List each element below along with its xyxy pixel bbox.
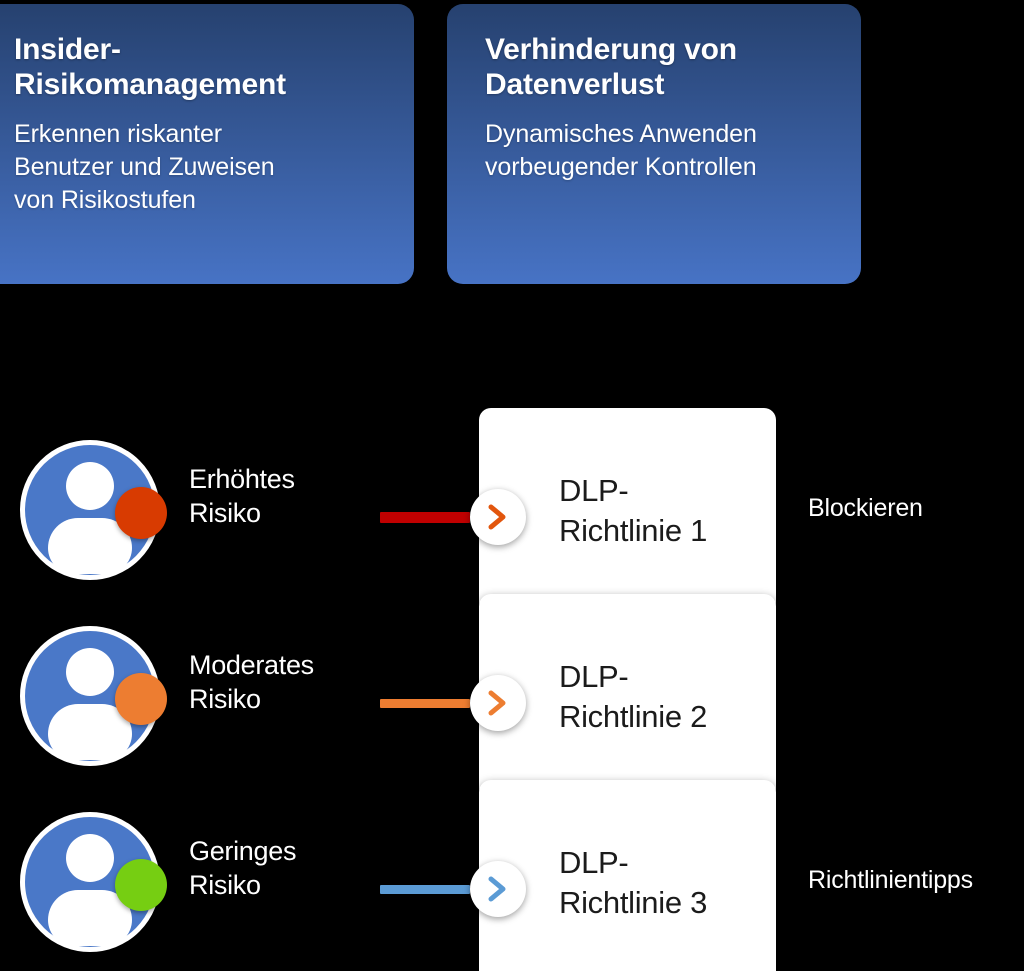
dlp-policy-card[interactable]: DLP- Richtlinie 1 [479,408,776,614]
status-dot-icon [115,487,167,539]
dlp-policy-label: DLP- Richtlinie 1 [559,473,708,548]
connector-line [380,511,470,523]
risk-row-moderate: Moderates Risiko DLP- Richtlinie 2 [0,594,1024,800]
person-avatar-icon [20,812,167,952]
avatar-body-shape [48,704,132,760]
action-label: Richtlinientipps [808,866,973,894]
avatar-head-shape [66,834,114,882]
avatar-head-shape [66,462,114,510]
person-avatar-icon [20,440,167,580]
dlp-policy-card[interactable]: DLP- Richtlinie 3 [479,780,776,971]
card-title: Insider- Risikomanagement [14,33,286,102]
risk-level-label: Erhöhtes Risiko [189,464,295,529]
dlp-policy-label: DLP- Richtlinie 2 [559,659,708,734]
risk-row-low: Geringes Risiko DLP- Richtlinie 3 Richtl… [0,780,1024,971]
card-insider-risk-management[interactable]: Insider- Risikomanagement Erkennen riska… [0,4,414,284]
chevron-right-icon[interactable] [470,675,526,731]
avatar-body-shape [48,890,132,946]
avatar-body-shape [48,518,132,574]
connector-line [380,884,470,894]
connector-line [380,698,470,708]
card-title: Verhinderung von Datenverlust [485,33,737,102]
person-avatar-icon [20,626,167,766]
chevron-right-icon[interactable] [470,861,526,917]
card-description: Dynamisches Anwenden vorbeugender Kontro… [485,120,757,182]
dlp-policy-label: DLP- Richtlinie 3 [559,845,708,920]
risk-level-label: Geringes Risiko [189,836,297,901]
avatar-head-shape [66,648,114,696]
action-label: Blockieren [808,494,923,522]
dlp-policy-card[interactable]: DLP- Richtlinie 2 [479,594,776,800]
status-dot-icon [115,673,167,725]
card-data-loss-prevention[interactable]: Verhinderung von Datenverlust Dynamische… [447,4,861,284]
status-dot-icon [115,859,167,911]
risk-level-label: Moderates Risiko [189,650,314,715]
chevron-right-icon[interactable] [470,489,526,545]
risk-row-elevated: Erhöhtes Risiko DLP- Richtlinie 1 Blocki… [0,408,1024,614]
card-description: Erkennen riskanter Benutzer und Zuweisen… [14,120,275,215]
